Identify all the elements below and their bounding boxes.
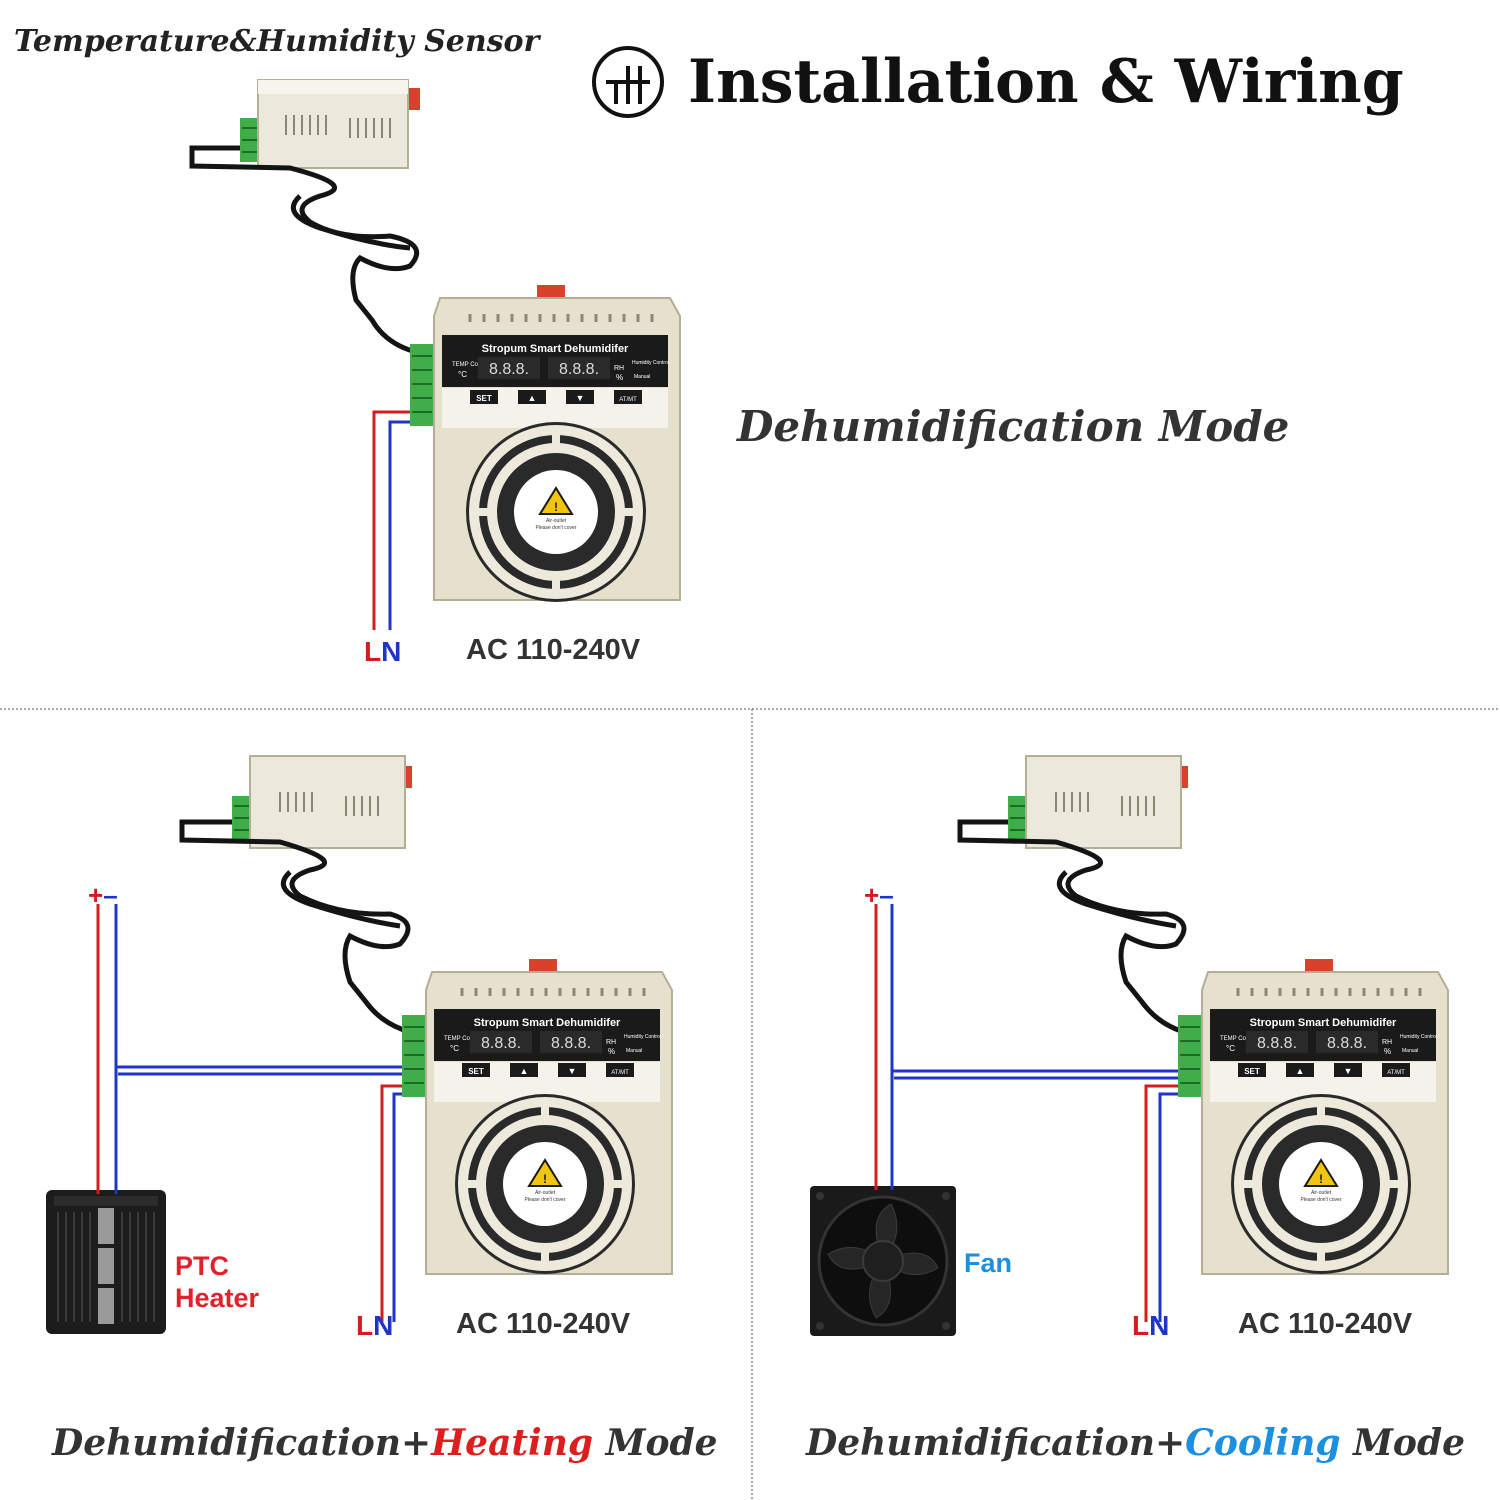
wiring-icon [592, 46, 664, 118]
sensor-title: Temperature&Humidity Sensor [14, 24, 540, 59]
percent-label-cooling: % [1384, 1047, 1391, 1056]
svg-text:!: ! [543, 1172, 547, 1186]
down-button-cooling: ▼ [1344, 1066, 1353, 1076]
up-button-cooling: ▲ [1296, 1066, 1305, 1076]
wires-cooling [874, 904, 1178, 1322]
sensor-cable-cooling [957, 819, 1187, 1035]
panel-heating-diagram: Stropum Smart Dehumidifer TEMP Control °… [46, 755, 673, 1334]
ln-label-3: LN [1132, 1310, 1170, 1341]
main-title-text: Installation & Wiring [688, 47, 1404, 117]
at-mt-button-heating: AT/MT [611, 1070, 629, 1076]
set-button: SET [476, 394, 492, 403]
sensor-cable [189, 145, 420, 355]
fan-label: Fan [964, 1248, 1013, 1278]
power-label-2: AC 110-240V [456, 1308, 631, 1340]
warning-line1-heating: Air-outlet [535, 1190, 556, 1196]
svg-text:!: ! [1319, 1172, 1323, 1186]
set-button-heating: SET [468, 1067, 484, 1076]
temp-control-label-cooling: TEMP Control [1220, 1036, 1258, 1042]
celsius-label-cooling: °C [1226, 1044, 1235, 1053]
humidity-control-label-cooling: Humidity Control [1400, 1034, 1437, 1040]
main-title: Installation & Wiring [590, 40, 1404, 124]
ln-label-2: LN [356, 1310, 394, 1341]
at-mt-button: AT/MT [619, 397, 637, 403]
warning-line1: Air-outlet [546, 518, 567, 524]
up-button: ▲ [528, 393, 537, 403]
wires-heating [96, 904, 402, 1322]
down-button-heating: ▼ [568, 1066, 577, 1076]
rh-label-heating: RH [606, 1039, 616, 1046]
celsius-label-heating: °C [450, 1044, 459, 1053]
mode-dehumidification-label: Dehumidification Mode [737, 402, 1290, 451]
humidity-display-heating: 8.8.8. [551, 1035, 591, 1052]
power-wires [372, 410, 410, 630]
humidity-display: 8.8.8. [559, 361, 599, 378]
ptc-heater [46, 1190, 166, 1334]
pm-label-heating: +– [88, 880, 118, 910]
sensor-cable-heating [179, 819, 411, 1035]
panel-dehumidification-diagram: Stropum Smart Dehumidifer TEMP Control °… [189, 79, 681, 630]
humidity-display-cooling: 8.8.8. [1327, 1035, 1367, 1052]
percent-label-heating: % [608, 1047, 615, 1056]
device-brand-heating: Stropum Smart Dehumidifer [474, 1017, 621, 1029]
temp-display-cooling: 8.8.8. [1257, 1035, 1297, 1052]
at-mt-button-cooling: AT/MT [1387, 1070, 1405, 1076]
down-button: ▼ [576, 393, 585, 403]
temp-display: 8.8.8. [489, 361, 529, 378]
power-label-1: AC 110-240V [466, 634, 641, 666]
dehumidifier-unit: Stropum Smart Dehumidifer TEMP Control °… [410, 285, 681, 602]
humidity-sensor-heating [232, 755, 412, 849]
humidity-sensor [240, 79, 420, 169]
svg-text:!: ! [554, 500, 558, 514]
temp-display-heating: 8.8.8. [481, 1035, 521, 1052]
temp-control-label: TEMP Control [452, 362, 490, 368]
set-button-cooling: SET [1244, 1067, 1260, 1076]
warning-line2-heating: Please don't cover [525, 1197, 566, 1203]
device-brand: Stropum Smart Dehumidifer [482, 343, 629, 355]
humidity-control-label-heating: Humidity Control [624, 1034, 661, 1040]
up-button-heating: ▲ [520, 1066, 529, 1076]
temp-control-label-heating: TEMP Control [444, 1036, 482, 1042]
percent-label: % [616, 373, 623, 382]
cooling-fan [810, 1186, 956, 1336]
manual-label: Manual [634, 374, 650, 380]
mode-cooling-label: Dehumidification+Cooling Mode [806, 1422, 1466, 1464]
warning-line2: Please don't cover [536, 525, 577, 531]
celsius-label: °C [458, 370, 467, 379]
manual-label-heating: Manual [626, 1048, 642, 1054]
mode-heating-label: Dehumidification+Heating Mode [52, 1422, 718, 1464]
humidity-sensor-cooling [1008, 755, 1188, 849]
manual-label-cooling: Manual [1402, 1048, 1418, 1054]
rh-label: RH [614, 365, 624, 372]
dehumidifier-unit-cooling: Stropum Smart Dehumidifer TEMP Control °… [1178, 959, 1449, 1275]
pm-label-cooling: +– [864, 880, 894, 910]
rh-label-cooling: RH [1382, 1039, 1392, 1046]
device-brand-cooling: Stropum Smart Dehumidifer [1250, 1017, 1397, 1029]
warning-line2-cooling: Please don't cover [1301, 1197, 1342, 1203]
ln-label-1: LN [364, 636, 402, 667]
warning-line1-cooling: Air-outlet [1311, 1190, 1332, 1196]
humidity-control-label: Humidity Control [632, 360, 669, 366]
power-label-3: AC 110-240V [1238, 1308, 1413, 1340]
dehumidifier-unit-heating: Stropum Smart Dehumidifer TEMP Control °… [402, 959, 673, 1275]
panel-cooling-diagram: Stropum Smart Dehumidifer TEMP Control °… [810, 755, 1449, 1336]
